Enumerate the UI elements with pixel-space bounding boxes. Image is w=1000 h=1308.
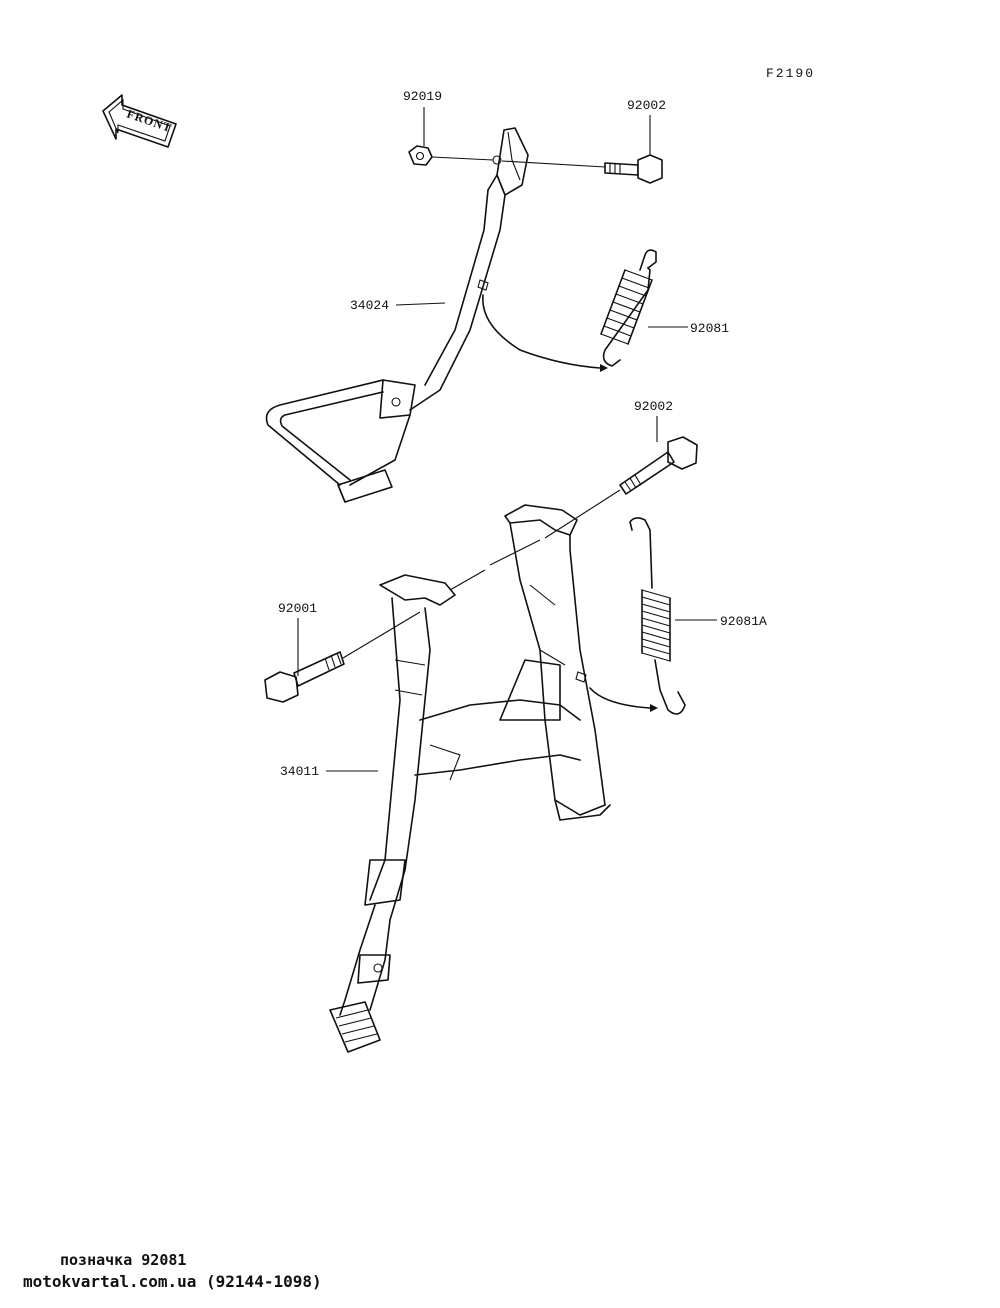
center-stand xyxy=(329,504,611,1053)
label-side-stand: 34024 xyxy=(350,298,389,313)
label-spring-lower: 92081A xyxy=(720,614,767,629)
bolt-upper xyxy=(604,154,663,184)
caption-text: позначка 92081 xyxy=(60,1251,187,1269)
bolt-lower-left xyxy=(264,651,345,703)
spring-hook-arrow xyxy=(482,294,601,369)
spring-upper xyxy=(600,249,657,367)
side-stand xyxy=(265,127,529,503)
lower-spring-arrow xyxy=(589,687,651,709)
arrow-head-2 xyxy=(650,704,658,712)
leader-side-stand xyxy=(395,302,446,306)
leader-left-bolt-axis xyxy=(342,611,421,659)
label-bolt-lower-right: 92002 xyxy=(634,399,673,414)
label-spring-upper: 92081 xyxy=(690,321,729,336)
leader-right-bolt-axis xyxy=(544,489,621,539)
hex-nut xyxy=(408,145,433,166)
label-bolt-lower-left: 92001 xyxy=(278,601,317,616)
label-nut: 92019 xyxy=(403,89,442,104)
leader-axis-middle-2 xyxy=(449,569,486,591)
watermark-text: motokvartal.com.ua (92144-1098) xyxy=(23,1272,322,1291)
spring-lower xyxy=(629,517,686,715)
bolt-lower-right xyxy=(619,436,698,495)
arrow-head xyxy=(600,364,608,372)
label-center-stand: 34011 xyxy=(280,764,319,779)
label-bolt-upper: 92002 xyxy=(627,98,666,113)
leader-bolt-axis xyxy=(501,160,606,168)
leader-axis-middle xyxy=(489,539,541,566)
figure-code: F2190 xyxy=(766,66,815,81)
leader-nut-axis xyxy=(431,156,494,161)
spring-pin xyxy=(575,671,587,683)
front-arrow-icon: FRONT xyxy=(102,94,177,148)
